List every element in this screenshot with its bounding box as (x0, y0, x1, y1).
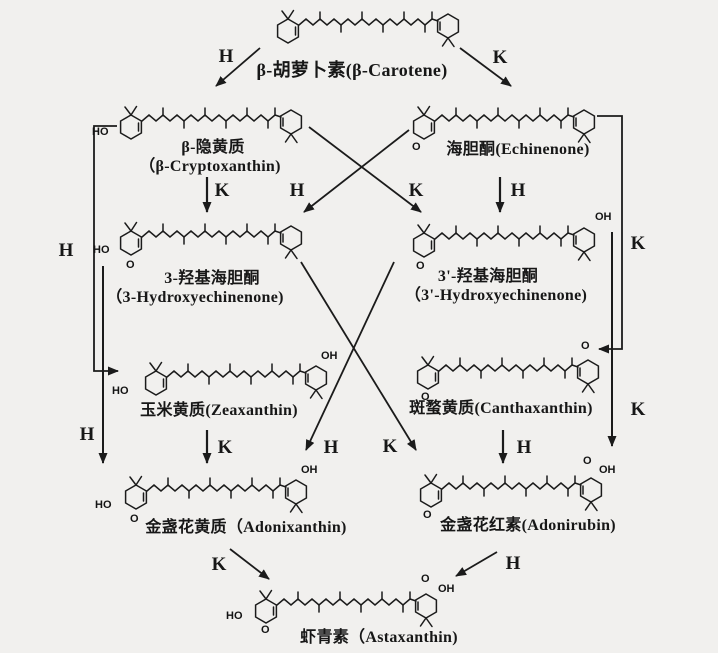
structure-beta-cryptoxanthin (119, 105, 303, 144)
compound-label-zeaxanthin: 玉米黄质(Zeaxanthin) (140, 402, 298, 419)
arrow-cryptoxanthin-to-3phe (308, 126, 422, 213)
arrow-carotene-to-cryptoxanthin (215, 47, 261, 87)
compound-label-3p-hydroxyechinenone-zh: 3'-羟基海胆酮 (437, 268, 539, 285)
atom-label-o-right-astaxanthin: O (421, 573, 430, 585)
structure-zeaxanthin (144, 361, 328, 400)
arrow-adonirubin-to-astaxanthin (455, 551, 498, 577)
compound-label-canthaxanthin: 斑蝥黄质(Canthaxanthin) (409, 400, 593, 417)
arrow-3phe-to-adonixanthin (305, 261, 395, 451)
atom-label-oh-adonixanthin: OH (301, 464, 318, 476)
step-label-k-cryptoxanthin-3he: K (214, 180, 230, 201)
compound-label-3p-hydroxyechinenone-en: （3'-Hydroxyechinenone) (404, 287, 588, 304)
step-label-k-carotene-echinenone: K (492, 47, 508, 68)
arrow-3he-to-adonirubin (300, 261, 417, 451)
atom-label-o-right-adonirubin: O (583, 455, 592, 467)
structure-beta-carotene (276, 9, 460, 48)
compound-label-adonirubin: 金盏花红素(Adonirubin) (440, 517, 616, 534)
arrow-cryptoxanthin-to-zeaxanthin (93, 125, 119, 376)
step-label-h-canthaxanthin-adonirubin: H (516, 437, 532, 458)
step-label-h-carotene-cryptoxanthin: H (218, 46, 234, 67)
compound-label-cryptoxanthin-zh: β-隐黄质 (181, 139, 245, 156)
atom-label-ho-cryptoxanthin: HO (92, 126, 109, 138)
structure-astaxanthin (254, 589, 438, 628)
compound-label-beta-carotene: β-胡萝卜素(β-Carotene) (256, 60, 448, 80)
atom-label-o-left-adonirubin: O (423, 509, 432, 521)
arrow-echinenone-to-canthaxanthin (597, 115, 623, 354)
structure-canthaxanthin (416, 355, 600, 394)
compound-label-echinenone: 海胆酮(Echinenone) (446, 141, 590, 158)
step-label-k-3phe-adonirubin: K (630, 399, 646, 420)
atom-label-o-echinenone: O (412, 141, 421, 153)
atom-label-ho-adonixanthin: HO (95, 499, 112, 511)
structure-3-hydroxyechinenone (119, 221, 303, 260)
step-label-k-echinenone-canthaxanthin: K (630, 233, 646, 254)
atom-label-oh-astaxanthin: OH (438, 583, 455, 595)
structure-3p-hydroxyechinenone (412, 223, 596, 262)
step-label-h-echinenone-3he: H (289, 180, 305, 201)
compound-label-astaxanthin: 虾青素（Astaxanthin) (300, 629, 458, 646)
atom-label-ho-zeaxanthin: HO (112, 385, 129, 397)
compound-label-cryptoxanthin-en: （β-Cryptoxanthin) (139, 158, 281, 175)
step-label-h-cryptoxanthin-zeaxanthin: H (58, 240, 74, 261)
atom-label-o-3phe: O (416, 260, 425, 272)
step-label-k-zeaxanthin-adonixanthin: K (217, 437, 233, 458)
step-label-k-adonixanthin-astaxanthin: K (211, 554, 227, 575)
atom-label-o-right-canthaxanthin: O (581, 340, 590, 352)
structure-echinenone (412, 105, 596, 144)
step-label-h-adonirubin-astaxanthin: H (505, 553, 521, 574)
compound-label-3-hydroxyechinenone-en: （3-Hydroxyechinenone) (106, 289, 284, 306)
step-label-h-3he-adonixanthin: H (79, 424, 95, 445)
arrow-carotene-to-echinenone (459, 47, 512, 87)
atom-label-oh-adonirubin: OH (599, 464, 616, 476)
atom-label-ho-astaxanthin: HO (226, 610, 243, 622)
structure-adonixanthin (124, 475, 308, 514)
atom-label-oh-3phe: OH (595, 211, 612, 223)
step-label-h-3phe-adonixanthin: H (323, 437, 339, 458)
arrow-echinenone-to-3he (303, 129, 410, 213)
step-label-k-cryptoxanthin-3phe: K (408, 180, 424, 201)
compound-label-adonixanthin: 金盏花黄质（Adonixanthin) (145, 519, 347, 536)
structure-adonirubin (419, 473, 603, 512)
atom-label-ho-3he: HO (93, 244, 110, 256)
atom-label-o-left-astaxanthin: O (261, 624, 270, 636)
atom-label-o-3he: O (126, 259, 135, 271)
step-label-k-3he-adonirubin: K (382, 436, 398, 457)
atom-label-o-left-canthaxanthin: O (421, 391, 430, 403)
step-label-h-echinenone-3phe: H (510, 180, 526, 201)
atom-label-o-adonixanthin: O (130, 513, 139, 525)
compound-label-3-hydroxyechinenone-zh: 3-羟基海胆酮 (164, 270, 260, 287)
arrow-adonixanthin-to-astaxanthin (229, 548, 270, 580)
atom-label-oh-zeaxanthin: OH (321, 350, 338, 362)
